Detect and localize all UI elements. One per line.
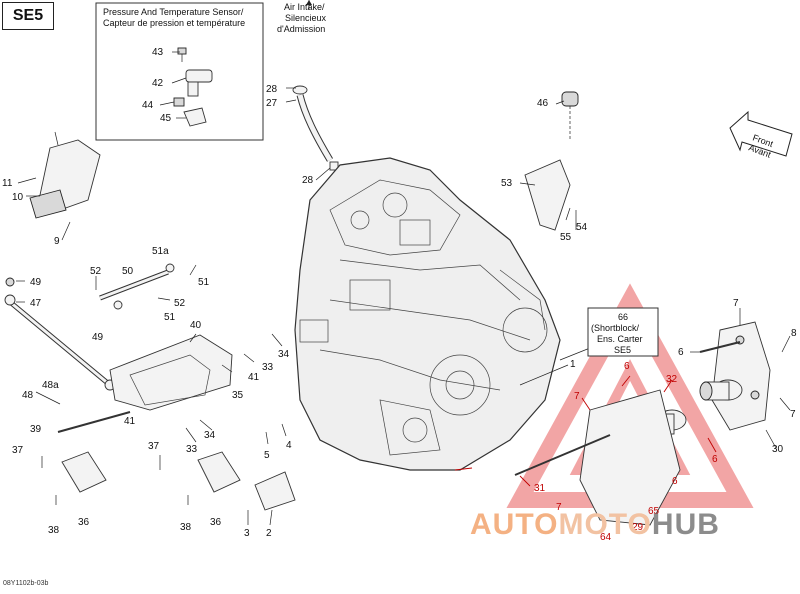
sensor-bracket-53 bbox=[524, 91, 579, 231]
sensor-inset-box bbox=[95, 2, 264, 141]
callout-3: 3 bbox=[244, 528, 250, 539]
callout-51a: 51a bbox=[152, 246, 169, 257]
callout-41: 41 bbox=[248, 372, 260, 383]
rubber-damper-upper bbox=[699, 379, 743, 401]
watermark-part1: AUTO bbox=[470, 508, 559, 541]
callout-8: 8 bbox=[791, 328, 797, 339]
callout-36: 36 bbox=[210, 517, 222, 528]
callout-9: 9 bbox=[54, 236, 60, 247]
callout-44: 44 bbox=[142, 100, 154, 111]
callout-55: 55 bbox=[560, 232, 572, 243]
callout-45: 45 bbox=[160, 113, 172, 124]
callout-6: 6 bbox=[678, 347, 684, 358]
leader-lines bbox=[16, 51, 791, 526]
callout-36: 36 bbox=[78, 517, 90, 528]
callout-4: 4 bbox=[286, 440, 292, 451]
bolt-6-right bbox=[699, 341, 741, 353]
callout-7: 7 bbox=[733, 298, 739, 309]
callout-64: 64 bbox=[600, 532, 612, 543]
callout-47: 47 bbox=[30, 298, 42, 309]
callout-52: 52 bbox=[174, 298, 186, 309]
watermark-text: AUTOMOTOHUB bbox=[470, 510, 720, 540]
shortblock-line1: 66 bbox=[618, 312, 628, 322]
engine-block bbox=[294, 157, 561, 471]
callout-2: 2 bbox=[266, 528, 272, 539]
callout-29: 29 bbox=[632, 522, 644, 533]
callout-28: 28 bbox=[302, 175, 314, 186]
sensor-title-line2: Capteur de pression et température bbox=[103, 18, 245, 28]
callout-34: 34 bbox=[278, 349, 290, 360]
sensor-title-line1: Pressure And Temperature Sensor/ bbox=[103, 7, 244, 17]
shortblock-line4: SE5 bbox=[614, 345, 631, 355]
rubber-mount-left bbox=[61, 451, 107, 493]
lower-mount-bracket bbox=[579, 389, 681, 526]
callout-39: 39 bbox=[30, 424, 42, 435]
callout-28: 28 bbox=[266, 84, 278, 95]
bolt-31 bbox=[514, 434, 611, 476]
air-intake-line2: Silencieux bbox=[285, 13, 327, 23]
callout-34: 34 bbox=[204, 430, 216, 441]
callout-31: 31 bbox=[534, 483, 546, 494]
callout-7: 7 bbox=[574, 391, 580, 402]
callout-52: 52 bbox=[90, 266, 102, 277]
callout-1: 1 bbox=[570, 359, 576, 370]
watermark-part3: HUB bbox=[651, 508, 720, 541]
callout-27: 27 bbox=[266, 98, 278, 109]
callout-32: 32 bbox=[666, 374, 678, 385]
callout-42: 42 bbox=[152, 78, 164, 89]
callout-53: 53 bbox=[501, 178, 513, 189]
callout-46: 46 bbox=[537, 98, 549, 109]
shortblock-callout-box bbox=[587, 307, 659, 357]
rubber-mount-center bbox=[197, 451, 241, 493]
callout-11: 11 bbox=[2, 178, 13, 189]
bolt-39 bbox=[57, 411, 131, 433]
callout-5: 5 bbox=[264, 450, 270, 461]
callout-30: 30 bbox=[772, 444, 784, 455]
bracket-2 bbox=[254, 471, 296, 511]
callout-49: 49 bbox=[92, 332, 104, 343]
ignition-coil-part bbox=[29, 131, 101, 219]
callout-38: 38 bbox=[48, 525, 60, 536]
callout-41: 41 bbox=[124, 416, 136, 427]
right-mount-plate bbox=[711, 321, 771, 431]
air-intake-line1: Air Intake/ bbox=[284, 2, 325, 12]
callout-51: 51 bbox=[164, 312, 176, 323]
callout-49: 49 bbox=[30, 277, 42, 288]
callout-35: 35 bbox=[232, 390, 244, 401]
callout-65: 65 bbox=[648, 506, 660, 517]
callout-48a: 48a bbox=[42, 380, 59, 391]
callout-43: 43 bbox=[152, 47, 164, 58]
callout-37: 37 bbox=[148, 441, 160, 452]
sensor-parts bbox=[173, 47, 213, 127]
sheet-title-badge: SE5 bbox=[2, 2, 54, 30]
mount-bracket-left bbox=[109, 334, 233, 411]
callout-33: 33 bbox=[262, 362, 274, 373]
callout-48: 48 bbox=[22, 390, 34, 401]
front-direction-arrow bbox=[729, 110, 793, 157]
callout-33: 33 bbox=[186, 444, 198, 455]
air-intake-line3: d'Admission bbox=[277, 24, 325, 34]
link-rod bbox=[99, 263, 175, 310]
callout-7: 7 bbox=[556, 502, 562, 513]
callout-10: 10 bbox=[12, 192, 24, 203]
callout-6: 6 bbox=[712, 454, 718, 465]
callout-37: 37 bbox=[12, 445, 24, 456]
callout-7: 7 bbox=[790, 409, 796, 420]
watermark-part2: MOTO bbox=[558, 508, 652, 541]
callout-54: 54 bbox=[576, 222, 588, 233]
callout-51: 51 bbox=[198, 277, 210, 288]
callout-6: 6 bbox=[624, 361, 630, 372]
document-reference: 08Y1102b-03b bbox=[3, 580, 49, 587]
leader-lines-red bbox=[454, 375, 717, 487]
air-intake-tube bbox=[292, 0, 339, 171]
callout-50: 50 bbox=[122, 266, 134, 277]
callout-40: 40 bbox=[190, 320, 202, 331]
shortblock-line2: (Shortblock/ bbox=[591, 323, 640, 333]
shortblock-line3: Ens. Carter bbox=[597, 334, 643, 344]
callout-38: 38 bbox=[180, 522, 192, 533]
callout-6: 6 bbox=[672, 476, 678, 487]
